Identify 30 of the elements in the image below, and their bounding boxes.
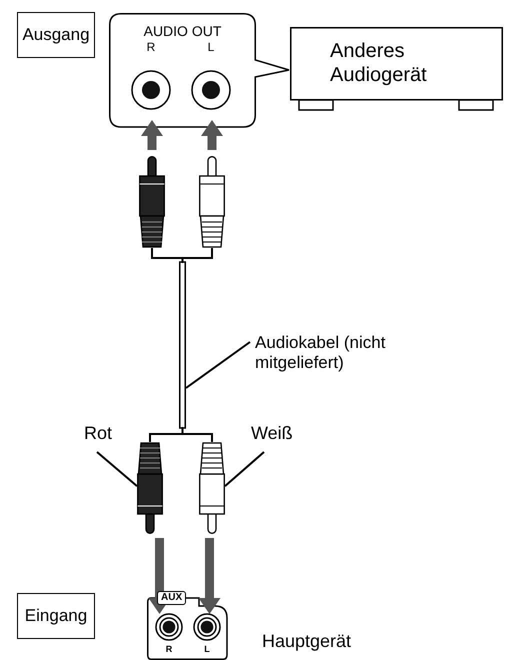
audio-jack	[193, 613, 221, 641]
callout-text: Weiß	[251, 423, 293, 444]
panel-title: AUDIO OUT	[142, 23, 222, 39]
channel-label: R	[164, 644, 174, 655]
leader-line	[224, 451, 265, 487]
audio-cable	[179, 262, 186, 428]
audio-jack	[155, 613, 183, 641]
cable-wire	[182, 248, 213, 263]
label-box: Ausgang	[17, 12, 95, 58]
callout-text: Rot	[84, 423, 112, 444]
audio-jack	[191, 70, 231, 110]
leader-line	[96, 451, 138, 487]
channel-label: L	[203, 644, 211, 655]
arrow	[198, 538, 220, 614]
channel-label: R	[146, 40, 156, 54]
rca-plug	[199, 442, 225, 534]
channel-label: L	[206, 40, 216, 54]
rca-plug	[139, 156, 165, 248]
rca-plug	[137, 442, 163, 534]
audio-jack	[131, 70, 171, 110]
jack-panel	[109, 13, 291, 128]
device-caption: Hauptgerät	[262, 631, 352, 652]
arrow	[201, 120, 223, 150]
label-box: Eingang	[17, 593, 95, 639]
callout-text: Audiokabel (nicht mitgeliefert)	[255, 333, 395, 373]
leader-line	[185, 341, 251, 389]
jack-panel	[147, 590, 229, 660]
arrow	[141, 120, 163, 150]
panel-tab-label: AUX	[157, 591, 186, 605]
rca-plug	[199, 156, 225, 248]
